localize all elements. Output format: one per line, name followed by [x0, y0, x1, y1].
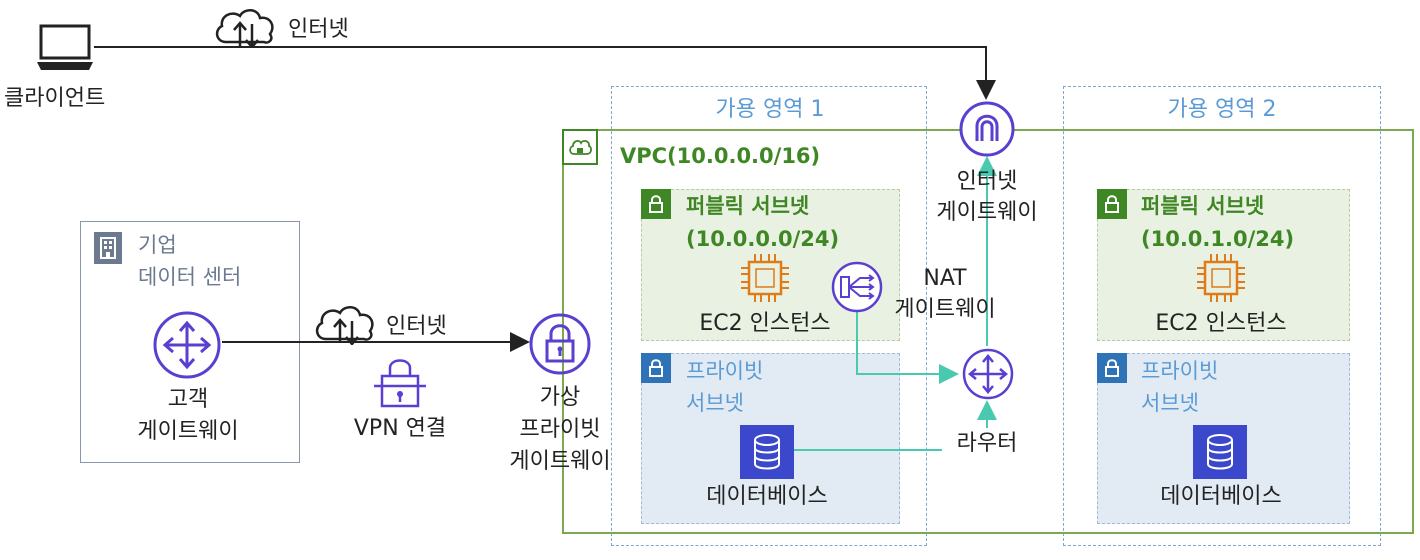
public-subnet-2: [1097, 189, 1350, 341]
datacenter-label-line2: 데이터 센터: [138, 265, 242, 289]
igw-label-line2: 게이트웨이: [936, 200, 1038, 225]
availability-zone-1: [611, 86, 927, 546]
database-icon: [1193, 425, 1247, 479]
private-subnet-1-label-line2: 서브넷: [686, 391, 744, 415]
nat-gateway-icon: [830, 260, 884, 314]
chip-icon: [1195, 252, 1247, 304]
router-icon: [961, 347, 1015, 401]
laptop-icon: [36, 24, 94, 72]
nat-to-router-line: [856, 312, 959, 384]
padlock-icon: [641, 353, 671, 383]
customer-gateway-label-line2: 게이트웨이: [137, 419, 239, 444]
router-label: 라우터: [956, 431, 1018, 456]
lock-connection-icon: [374, 356, 426, 410]
nat-label-line1: NAT: [923, 266, 967, 291]
router-icon: [152, 310, 222, 380]
private-subnet-1-label-line1: 프라이빗: [686, 359, 764, 383]
internet-gateway-icon: [958, 100, 1016, 158]
database-icon: [740, 425, 794, 479]
internet-label-top: 인터넷: [288, 17, 349, 42]
client-label: 클라이언트: [4, 86, 106, 111]
padlock-icon: [1097, 189, 1127, 219]
az2-label: 가용 영역 2: [1167, 97, 1277, 122]
datacenter-label-line1: 기업: [138, 233, 177, 257]
ec2-label-2: EC2 인스턴스: [1155, 311, 1287, 336]
chip-icon: [739, 252, 791, 304]
vgw-label-line1: 가상: [539, 385, 581, 410]
public-subnet-2-label-line2: (10.0.1.0/24): [1141, 227, 1295, 251]
vpn-label: VPN 연결: [353, 416, 447, 441]
lock-icon: [528, 312, 592, 376]
client-to-igw-line: [94, 46, 996, 100]
padlock-icon: [1097, 353, 1127, 383]
database-label-2: 데이터베이스: [1160, 484, 1282, 509]
cloud-upload-download-icon: [212, 6, 278, 48]
padlock-icon: [641, 189, 671, 219]
public-subnet-1-label-line1: 퍼블릭 서브넷: [686, 194, 810, 218]
nat-label-line2: 게이트웨이: [894, 297, 996, 322]
ec2-label-1: EC2 인스턴스: [699, 311, 831, 336]
cloud-upload-download-icon: [312, 303, 378, 345]
cloud-lock-icon: [562, 129, 598, 165]
private-subnet-2-label-line1: 프라이빗: [1141, 359, 1219, 383]
vgw-label-line2: 프라이빗: [519, 417, 601, 442]
public-subnet-1-label-line2: (10.0.0.0/24): [686, 227, 840, 251]
customer-gateway-label-line1: 고객: [167, 387, 209, 412]
internet-label-mid: 인터넷: [386, 314, 447, 339]
vpc-label: VPC(10.0.0.0/16): [620, 144, 821, 168]
vgw-label-line3: 게이트웨이: [509, 449, 611, 474]
public-subnet-2-label-line1: 퍼블릭 서브넷: [1141, 194, 1265, 218]
database-label-1: 데이터베이스: [706, 484, 828, 509]
igw-label-line1: 인터넷: [956, 169, 1018, 194]
availability-zone-2: [1063, 86, 1381, 546]
building-icon: [94, 232, 122, 264]
private-subnet-2-label-line2: 서브넷: [1141, 391, 1199, 415]
az1-label: 가용 영역 1: [715, 97, 825, 122]
